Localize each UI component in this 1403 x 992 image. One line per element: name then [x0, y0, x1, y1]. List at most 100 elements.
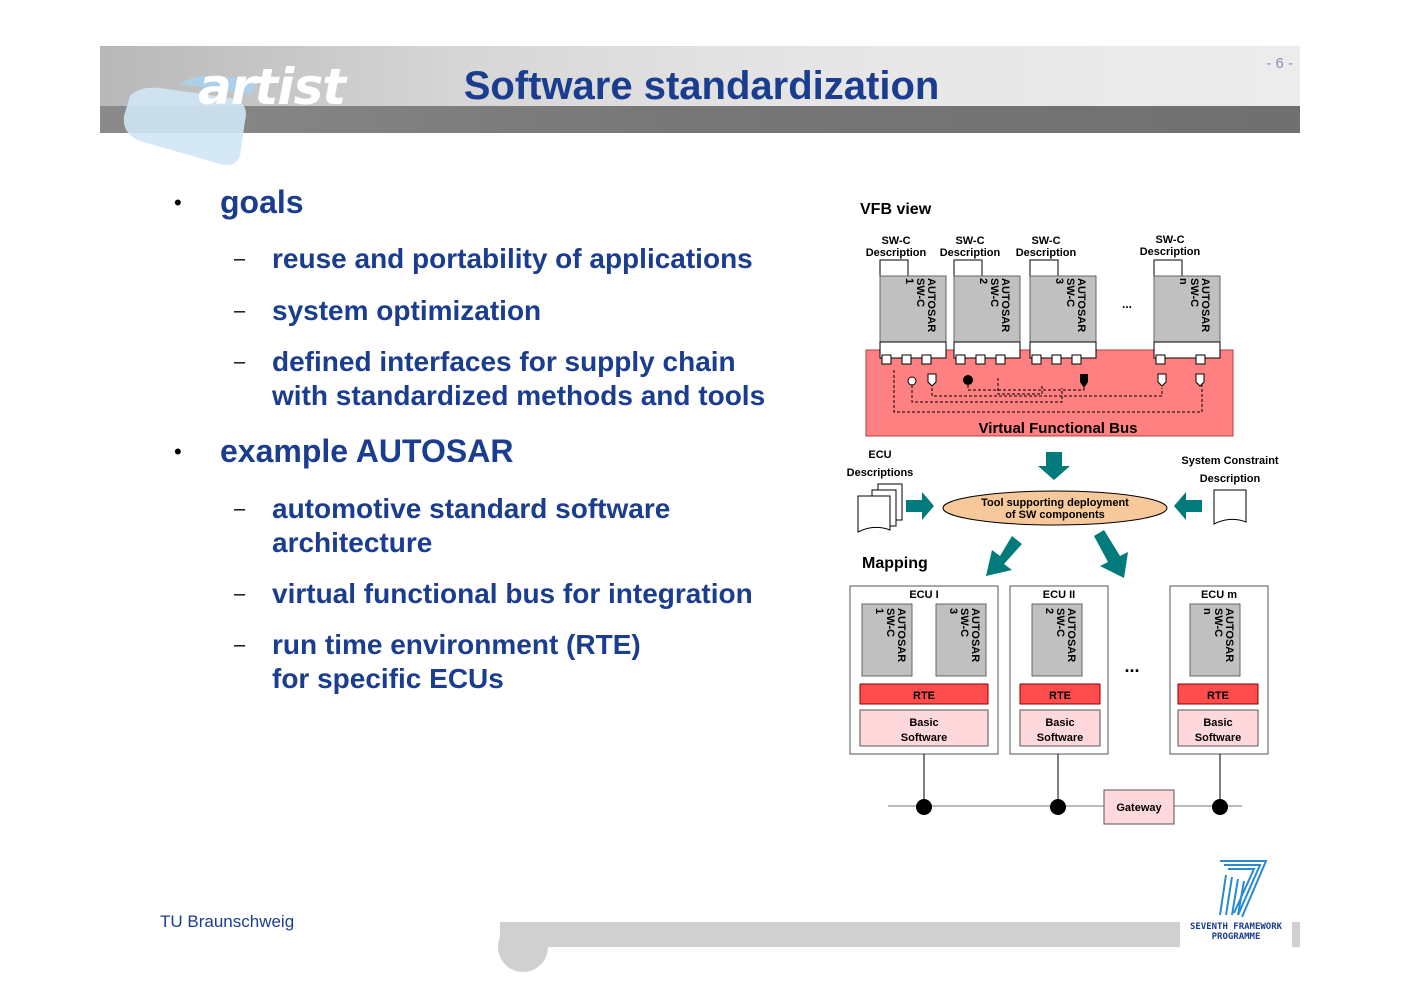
sys-constraint-label: Description [1200, 473, 1261, 485]
page-number: - 6 - [1266, 55, 1293, 72]
swc-component-label: AUTOSAR [1199, 278, 1211, 332]
artist-logo-shape [123, 75, 255, 165]
port-symbol [963, 375, 973, 385]
rte-box [1019, 683, 1101, 705]
header-band [100, 46, 1300, 106]
port-icon [901, 354, 912, 365]
bullet-line: automotive standard software [272, 493, 671, 524]
tool-ellipse [942, 490, 1168, 526]
arrow-left-icon [1174, 492, 1202, 520]
footer-bar [500, 922, 1300, 947]
rte-box [1177, 683, 1259, 705]
port-icon [1071, 354, 1082, 365]
bus-node-icon [1212, 799, 1228, 815]
sub-bullet-marker: – [234, 498, 246, 520]
swc-component-label: 3 [1053, 278, 1065, 284]
slide-title: Software standardization [463, 64, 940, 108]
swc-desc-label: SW-C [1155, 234, 1184, 246]
ecu-ellipsis: ... [1124, 656, 1139, 676]
ecu-title: ECU I [909, 589, 938, 601]
rte-label: RTE [1207, 690, 1229, 702]
swc-component-label: SW-C [1054, 608, 1066, 637]
basic-software-label: Software [1037, 732, 1083, 744]
rte-label: RTE [913, 690, 935, 702]
swc-desc-label: Description [940, 247, 1001, 259]
swc-component [1189, 603, 1241, 677]
bullet-line: run time environment (RTE) [272, 629, 641, 660]
fp7-logo-text: SEVENTH FRAMEWORK PROGRAMME [1180, 922, 1292, 942]
bus-node-icon [1050, 799, 1066, 815]
swc-desc-label: Description [1140, 246, 1201, 258]
basic-software-label: Software [901, 732, 947, 744]
bullet-marker: • [174, 439, 182, 464]
swc-port-strip [953, 341, 1021, 359]
swc-component-label: AUTOSAR [895, 608, 907, 662]
basic-software-label: Basic [1045, 717, 1074, 729]
swc-desc-label: SW-C [881, 235, 910, 247]
swc-component-label: SW-C [988, 278, 1000, 307]
bus-node-icon [916, 799, 932, 815]
swc-desc-label: Description [1016, 247, 1077, 259]
swc-component [861, 603, 913, 677]
rte-label: RTE [1049, 690, 1071, 702]
swc-component-label: 3 [947, 608, 959, 614]
ecu-desc-label: ECU [868, 449, 891, 461]
swc-component-label: SW-C [1188, 278, 1200, 307]
basic-software-box [859, 709, 989, 747]
swc-component-label: SW-C [884, 608, 896, 637]
sub-bullet-marker: – [234, 248, 246, 270]
tool-label: of SW components [1005, 509, 1105, 521]
port-icon [1031, 354, 1042, 365]
bullet-item: example AUTOSAR [220, 433, 514, 469]
arrow-right-icon [906, 492, 934, 520]
sub-bullet-marker: – [234, 351, 246, 373]
swc-desc-label: SW-C [955, 235, 984, 247]
basic-software-box [1177, 709, 1259, 747]
swc-desc-label: SW-C [1031, 235, 1060, 247]
sub-bullet-item: reuse and portability of applications [272, 243, 753, 274]
swc-component-label: SW-C [1064, 278, 1076, 307]
port-symbol [1080, 374, 1088, 388]
bullet-item: goals [220, 184, 304, 220]
swc-component-label: AUTOSAR [925, 278, 937, 332]
swc-component [1029, 275, 1097, 351]
sub-bullet-marker: – [234, 300, 246, 322]
rte-box [859, 683, 989, 705]
swc-port-strip [879, 341, 947, 359]
bullet-line: for specific ECUs [272, 663, 504, 694]
gateway-label: Gateway [1116, 802, 1162, 814]
sub-bullet-item: run time environment (RTE)for specific E… [272, 628, 641, 696]
swc-component [953, 275, 1021, 351]
swc-component-label: SW-C [958, 608, 970, 637]
port-symbol [1195, 373, 1205, 387]
swc-desc-label: Description [866, 247, 927, 259]
swc-component-label: AUTOSAR [1065, 608, 1077, 662]
basic-software-label: Basic [909, 717, 938, 729]
bullet-line: defined interfaces for supply chain [272, 346, 736, 377]
swc-port-strip [1153, 341, 1221, 359]
swc-component-label: n [1177, 278, 1189, 285]
bullet-line: architecture [272, 527, 433, 558]
fp7-line-2: PROGRAMME [1211, 932, 1261, 942]
arrow-down-icon [1038, 452, 1070, 480]
swc-component [1031, 603, 1083, 677]
arrow-down-left-icon [986, 536, 1022, 576]
port-icon [921, 354, 932, 365]
port-icon [1195, 354, 1206, 365]
basic-software-box [1019, 709, 1101, 747]
swc-component [1153, 275, 1221, 351]
port-icon [881, 354, 892, 365]
vfb-view-label: VFB view [860, 201, 932, 218]
swc-component-label: 2 [1043, 608, 1055, 614]
swc-port-strip [1029, 341, 1097, 359]
swc-component [935, 603, 987, 677]
swc-component-label: SW-C [1212, 608, 1224, 637]
vfb-ellipsis: ... [1122, 297, 1132, 311]
port-symbol [927, 373, 937, 387]
swc-component-label: AUTOSAR [1075, 278, 1087, 332]
bullet-line: with standardized methods and tools [272, 380, 766, 411]
swc-component [879, 275, 947, 351]
basic-software-label: Software [1195, 732, 1241, 744]
